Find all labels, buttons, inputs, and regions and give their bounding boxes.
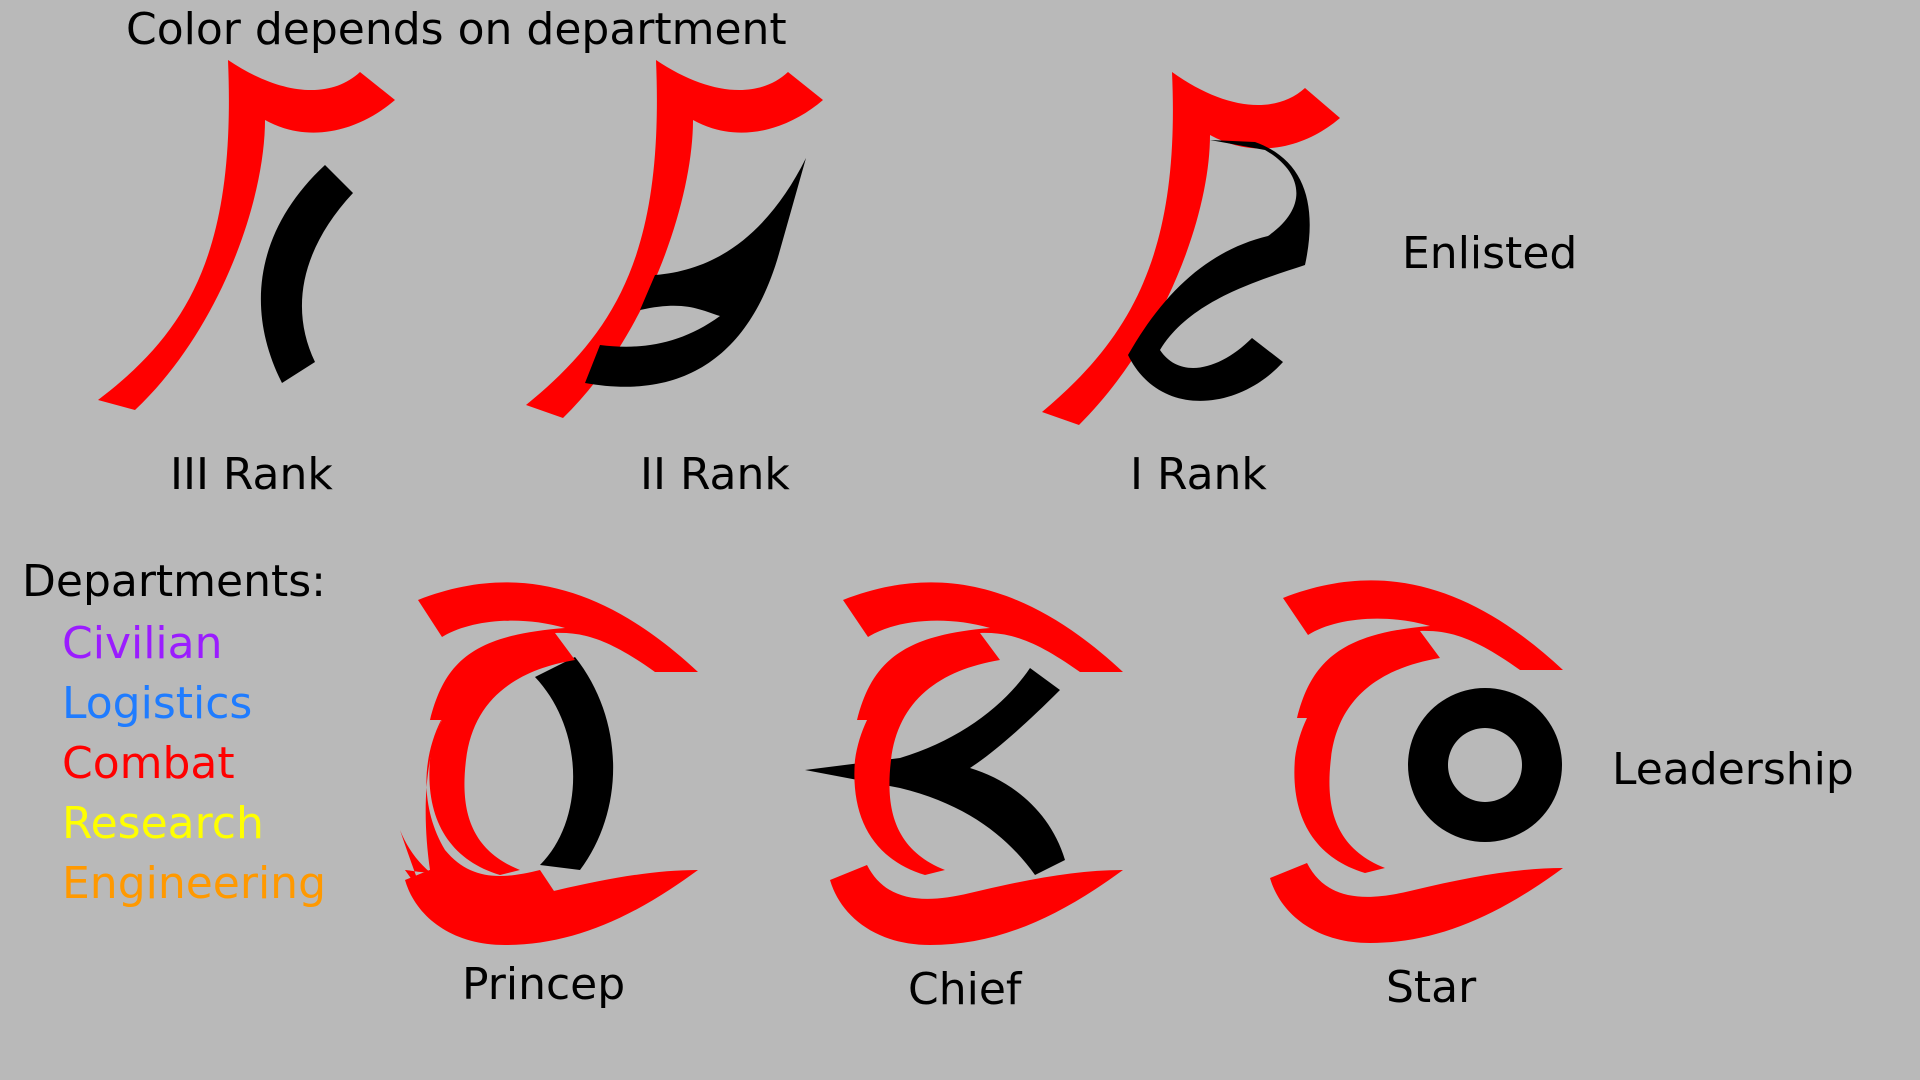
- rank-ii-red-hook: [526, 60, 823, 418]
- rank-iii-label: III Rank: [170, 449, 333, 500]
- departments-list: Civilian Logistics Combat Research Engin…: [62, 614, 326, 914]
- rank-ii-black-wedge: [585, 158, 806, 387]
- rank-iii-red-hook: [98, 60, 395, 410]
- chief-label: Chief: [908, 964, 1022, 1015]
- chief-red-c: [854, 655, 1000, 875]
- rank-i-black-s: [1128, 140, 1310, 401]
- rank-i-red-hook: [1042, 72, 1340, 425]
- princep-red-top-hook: [418, 582, 698, 720]
- chief-red-top-hook: [843, 582, 1123, 720]
- star-red-c: [1294, 653, 1440, 873]
- department-engineering: Engineering: [62, 858, 326, 909]
- star-label: Star: [1386, 962, 1477, 1013]
- department-combat: Combat: [62, 738, 235, 789]
- star-red-top-hook: [1283, 580, 1563, 718]
- department-civilian: Civilian: [62, 618, 223, 669]
- enlisted-group-label: Enlisted: [1402, 228, 1578, 279]
- chief-black-chevron: [805, 668, 1065, 875]
- princep-red-body: [400, 680, 560, 902]
- princep-black-arc: [535, 657, 614, 870]
- rank-ii-label: II Rank: [640, 449, 790, 500]
- departments-heading: Departments:: [22, 556, 327, 607]
- princep-insignia: [400, 582, 698, 945]
- chief-insignia: [805, 582, 1123, 945]
- star-insignia: [1270, 580, 1563, 943]
- princep-red-c: [429, 655, 575, 875]
- princep-label: Princep: [462, 959, 626, 1010]
- rank-ii-insignia: [526, 60, 823, 418]
- rank-i-insignia: [1042, 72, 1340, 425]
- header-note: Color depends on department: [126, 4, 787, 55]
- star-black-ring: [1408, 688, 1563, 842]
- rank-iii-black-arc: [260, 165, 353, 383]
- rank-i-label: I Rank: [1130, 449, 1267, 500]
- rank-iii-insignia: [98, 60, 395, 410]
- leadership-group-label: Leadership: [1612, 744, 1854, 795]
- chief-red-bottom-hook: [830, 865, 1123, 945]
- princep-red-bottom-hook: [405, 865, 698, 945]
- department-logistics: Logistics: [62, 678, 253, 729]
- department-research: Research: [62, 798, 264, 849]
- star-red-bottom-hook: [1270, 863, 1563, 943]
